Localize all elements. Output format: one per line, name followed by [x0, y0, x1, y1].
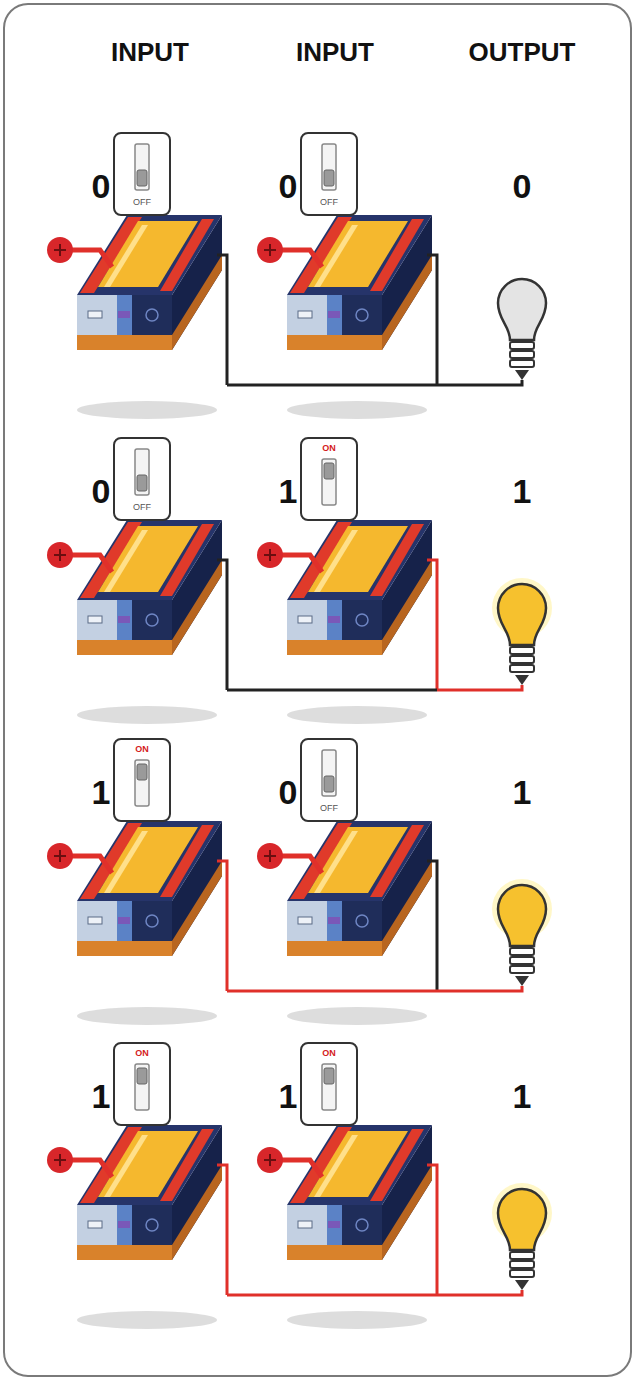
transistor-figure [47, 1125, 222, 1329]
output-wire [217, 1165, 522, 1295]
output-wire [217, 861, 522, 991]
toggle-lever [322, 1064, 336, 1110]
toggle-lever [135, 449, 149, 495]
switch-box: ON [300, 437, 358, 521]
switch-state: OFF [115, 503, 169, 512]
output-bit: 1 [513, 1079, 532, 1113]
switch-box: OFF [113, 437, 171, 521]
toggle-lever [322, 144, 336, 190]
switch-state: OFF [115, 198, 169, 207]
switch-state: ON [302, 444, 356, 453]
switch-state: OFF [302, 804, 356, 813]
column-heading: INPUT [111, 39, 189, 65]
input-bit: 0 [279, 775, 298, 809]
transistor-figure [257, 821, 432, 1025]
output-bit: 0 [513, 169, 532, 203]
output-bit: 1 [513, 775, 532, 809]
light-bulb [492, 1183, 552, 1290]
light-bulb [498, 279, 546, 380]
switch-state: ON [115, 745, 169, 754]
output-wire [217, 255, 522, 385]
toggle-lever [322, 750, 336, 796]
switch-state: OFF [302, 198, 356, 207]
switch-state: ON [115, 1049, 169, 1058]
transistor-figure [257, 520, 432, 724]
input-bit: 1 [279, 474, 298, 508]
truth-row-figure [47, 215, 546, 419]
switch-box: ON [300, 1042, 358, 1126]
toggle-lever [135, 760, 149, 806]
truth-row-figure [47, 821, 552, 1025]
switch-box: OFF [300, 738, 358, 822]
switch-box: ON [113, 738, 171, 822]
toggle-lever [135, 144, 149, 190]
switch-box: ON [113, 1042, 171, 1126]
light-bulb [492, 879, 552, 986]
transistor-figure [47, 821, 222, 1025]
transistor-figure [257, 1125, 432, 1329]
input-bit: 0 [92, 474, 111, 508]
output-bit: 1 [513, 474, 532, 508]
switch-state: ON [302, 1049, 356, 1058]
column-heading: INPUT [296, 39, 374, 65]
toggle-lever [322, 459, 336, 505]
input-bit: 0 [92, 169, 111, 203]
column-heading: OUTPUT [469, 39, 576, 65]
truth-row-figure [47, 520, 552, 724]
switch-box: OFF [300, 132, 358, 216]
transistor-figure [47, 520, 222, 724]
output-wire [217, 560, 522, 690]
input-bit: 0 [279, 169, 298, 203]
transistor-figure [47, 215, 222, 419]
input-bit: 1 [279, 1079, 298, 1113]
light-bulb [492, 578, 552, 685]
truth-row-figure [47, 1125, 552, 1329]
input-bit: 1 [92, 775, 111, 809]
input-bit: 1 [92, 1079, 111, 1113]
switch-box: OFF [113, 132, 171, 216]
transistor-figure [257, 215, 432, 419]
toggle-lever [135, 1064, 149, 1110]
panel-border [4, 4, 631, 1376]
